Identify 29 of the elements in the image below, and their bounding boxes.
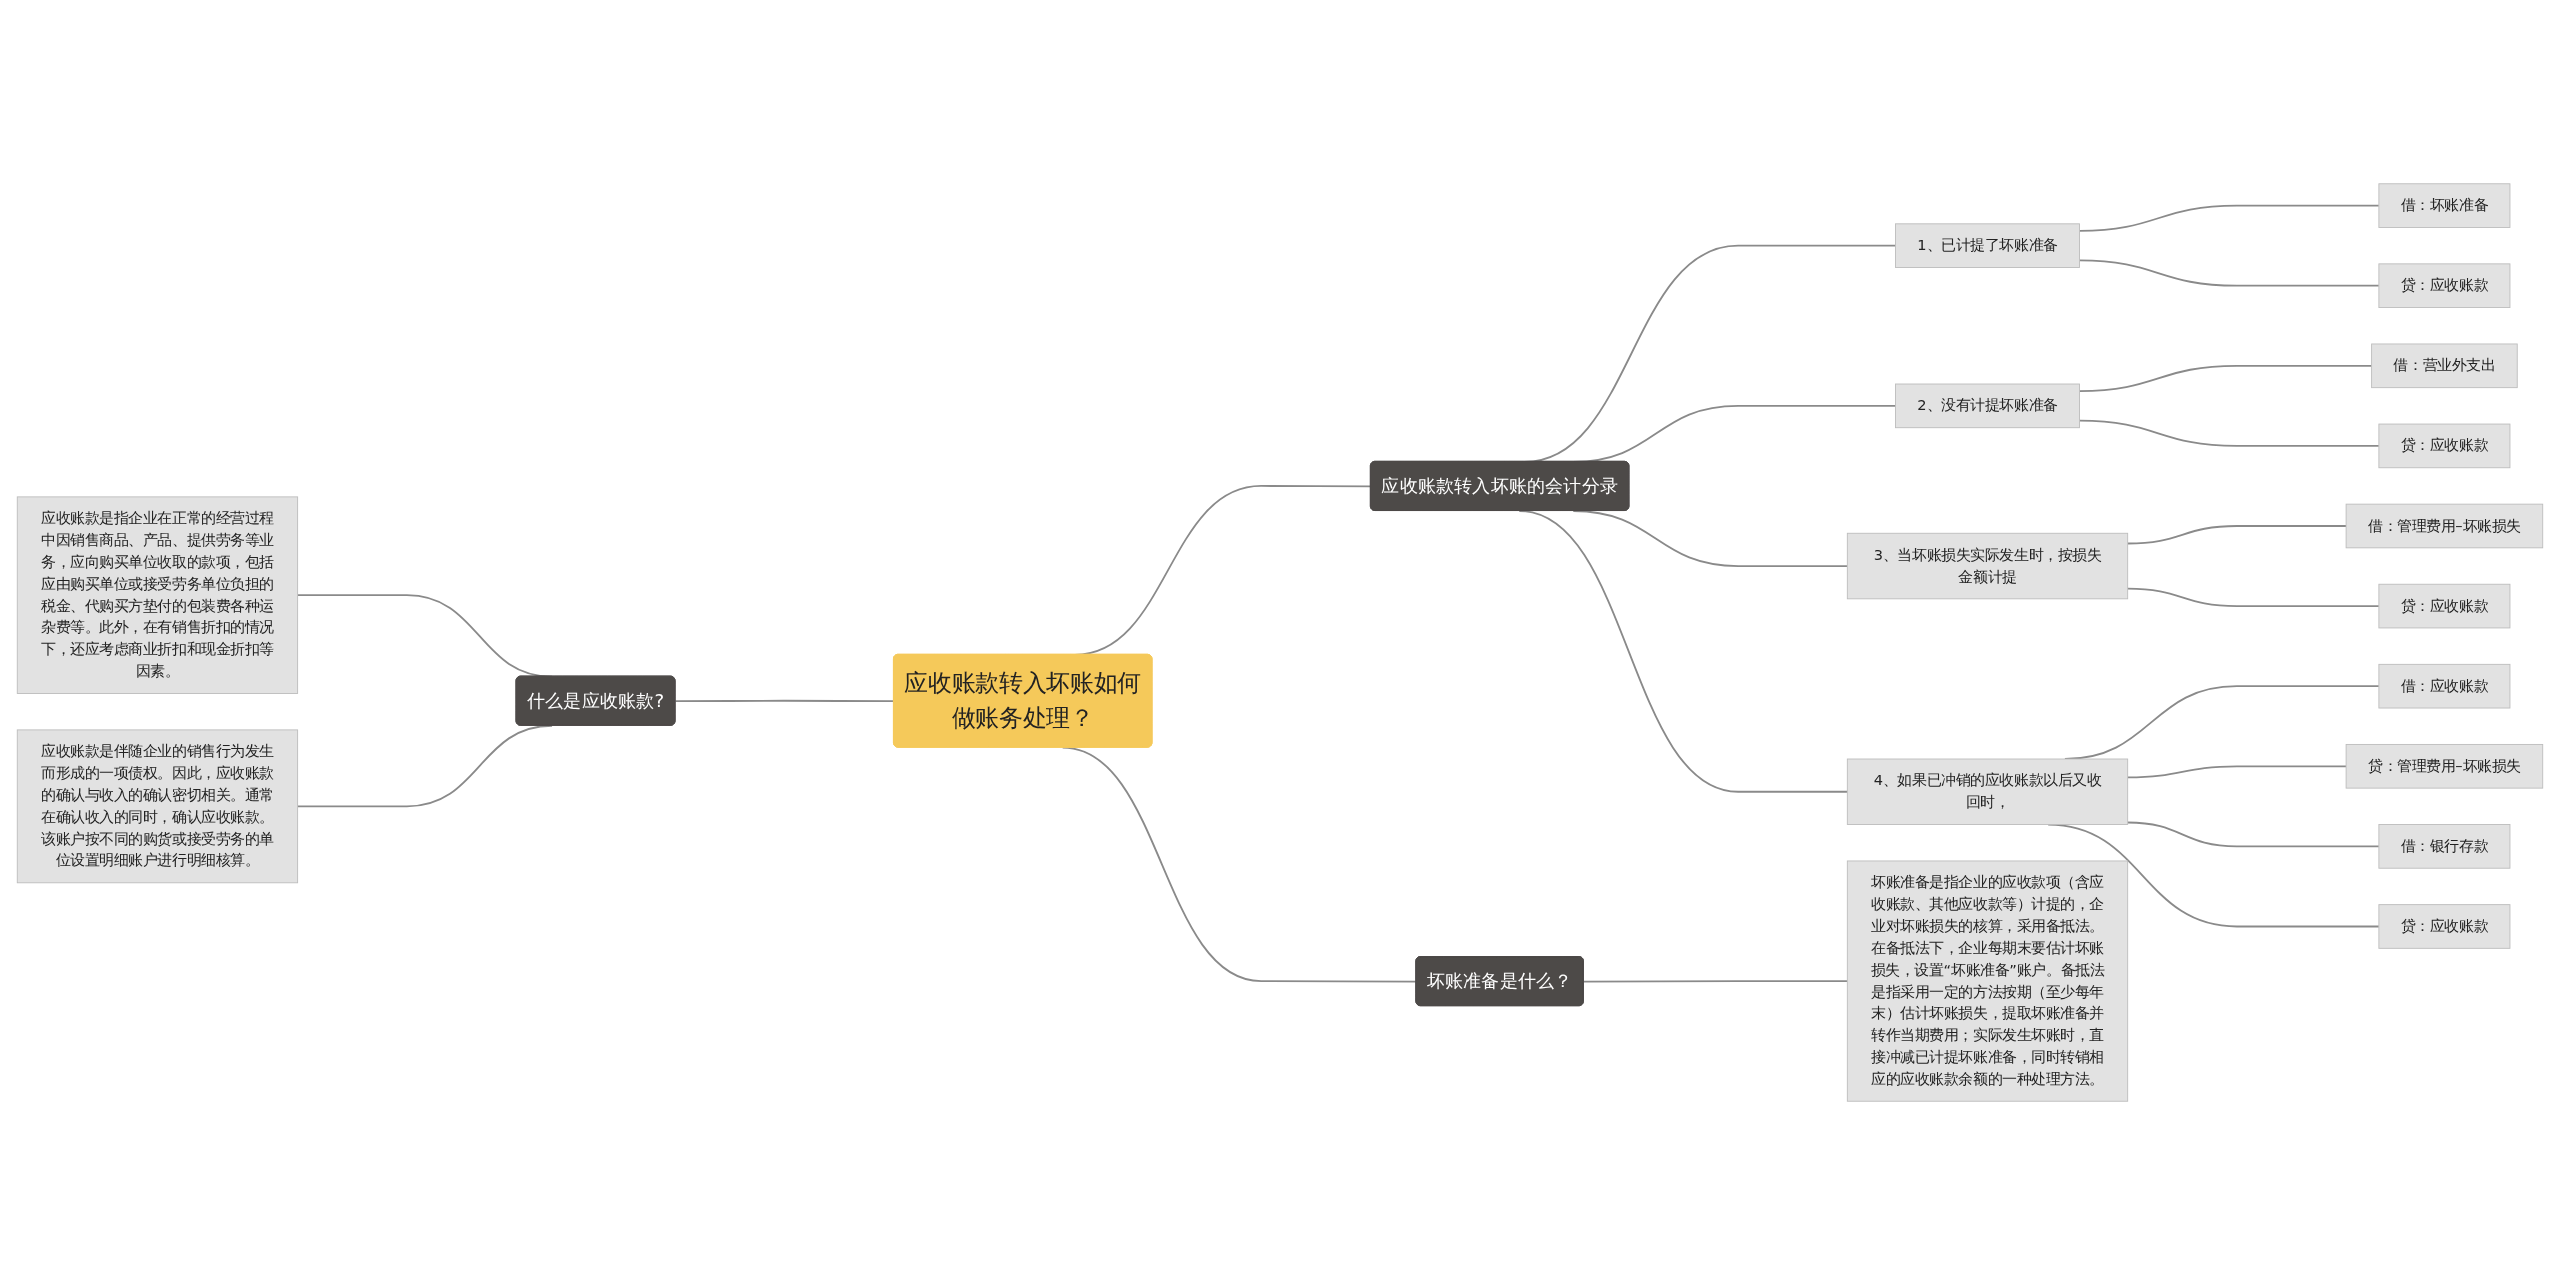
connector [1518,510,1849,793]
node-box: 应收账款是伴随企业的销售行为发生而形成的一项债权。因此，应收账款的确认与收入的确认密切相关。通常在确认收入的同时，确认应收账款。该账户按不同的购货或接受劳务的单位设置明细账户进行明细核算。 [16,729,299,884]
node-box: 应收账款是指企业在正常的经营过程中因销售商品、产品、提供劳务等业务，应向购买单位收取的款项，包括应由购买单位或接受劳务单位负担的税金、代购买方垫付的包装费各种运杂费等。此外，在有销售折扣的情况下，还应考虑商业折扣和现金折扣等因素。 [16,496,299,694]
connector [2078,259,2380,287]
node-box: 借：银行存款 [2378,824,2511,869]
connector [2078,419,2380,447]
node-box: 1、已计提了坏账准备 [1895,223,2080,268]
node-box: 贷：应收账款 [2378,263,2511,308]
node-box: 借：坏账准备 [2378,183,2511,228]
node-box: 3、当坏账损失实际发生时，按损失金额计提 [1846,532,2129,600]
connector [2126,821,2380,848]
node-box: 贷：应收账款 [2378,904,2511,949]
connector [2078,204,2380,232]
connector [1572,510,1849,567]
node-box: 贷：应收账款 [2378,583,2511,629]
node-box: 贷：应收账款 [2378,423,2511,469]
connector [2126,587,2380,607]
connector [2126,765,2348,779]
node-box: 2、没有计提坏账准备 [1895,383,2080,429]
node-box: 4、如果已冲销的应收账款以后又收回时， [1846,758,2129,825]
node-box: 借：管理费用–坏账损失 [2345,503,2544,549]
node-box: 借：应收账款 [2378,663,2511,709]
connector [1582,980,1849,983]
node-box: 借：营业外支出 [2371,343,2518,389]
connector [2078,364,2373,392]
node-box: 贷：管理费用–坏账损失 [2345,744,2544,789]
connector [2126,525,2348,545]
connector [674,699,895,703]
node-box: 坏账准备是指企业的应收款项（含应收账款、其他应收款等）计提的，企业对坏账损失的核算，采用备抵法。在备抵法下，企业每期末要估计坏账损失，设置“坏账准备”账户。备抵法是指采用一定的方法按期（至少每年末）估计坏账损失，提取坏账准备并转作当期费用；实际发生坏账时，直接冲减已计提坏账准备，同时转销相应的应收账款余额的一种处理方法。 [1846,860,2129,1102]
